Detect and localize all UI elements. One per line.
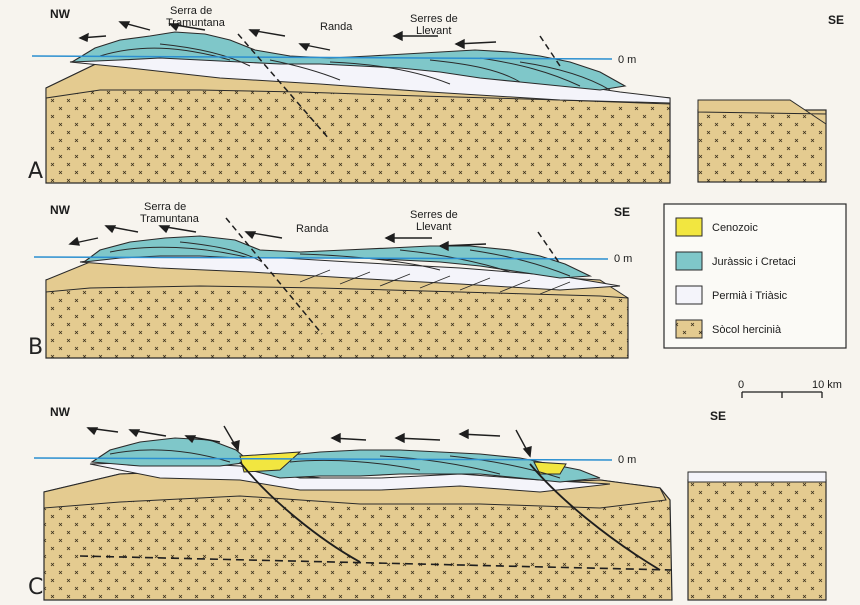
section-b-se-label: SE	[614, 205, 630, 219]
section-c-se-label: SE	[710, 409, 726, 423]
section-b-randa-label: Randa	[296, 223, 329, 235]
legend-label-jurassic: Juràssic i Cretaci	[712, 256, 796, 268]
section-a-sea-level-label: 0 m	[618, 54, 636, 66]
legend-swatch-permian	[675, 285, 703, 305]
section-b-nw-label: NW	[50, 203, 71, 217]
section-c: NW SE 0 m C	[28, 405, 827, 601]
section-a-serres-label-1: Serres de	[410, 13, 458, 25]
section-b-sea-level-label: 0 m	[614, 253, 632, 265]
section-b-fault	[225, 217, 323, 335]
legend-label-cenozoic: Cenozoic	[712, 222, 758, 234]
section-b-serres-label-1: Serres de	[410, 209, 458, 221]
legend-label-permian: Permià i Triàsic	[712, 290, 788, 302]
section-a-fault-east	[539, 35, 561, 67]
section-b-letter: B	[28, 335, 43, 360]
section-a-randa-label: Randa	[320, 21, 353, 33]
scale-bar-end: 10 km	[812, 379, 842, 391]
section-a-letter: A	[28, 159, 43, 184]
section-a-se-label: SE	[828, 13, 844, 27]
section-c-se-basement	[687, 479, 827, 601]
section-a-jurassic-cretaceous	[71, 31, 627, 91]
section-b-serra-label-1: Serra de	[144, 201, 186, 213]
section-b-serres-label-2: Llevant	[416, 221, 451, 233]
section-a-serres-label-2: Llevant	[416, 25, 451, 37]
section-a-serra-label-2: Tramuntana	[166, 17, 226, 29]
legend-swatch-jurassic	[675, 251, 703, 271]
section-c-sea-level	[33, 457, 613, 461]
section-a-se-cover	[697, 99, 827, 125]
section-b-arrows	[68, 225, 487, 252]
section-b-sea-level	[33, 256, 609, 260]
section-c-thrusts	[109, 449, 561, 479]
section-c-arrows	[86, 425, 532, 458]
section-a-sea-level	[31, 55, 613, 60]
section-c-nw-label: NW	[50, 405, 71, 419]
legend-swatch-cenozoic	[675, 217, 703, 237]
section-a: NW SE Serra de Tramuntana Randa Serres d…	[28, 5, 844, 184]
section-b: NW SE Serra de Tramuntana Randa Serres d…	[28, 201, 632, 360]
section-a-se-basement	[697, 109, 827, 183]
section-c-se-cover	[687, 471, 827, 483]
section-b-fault-east	[537, 231, 561, 265]
section-c-jurassic-cretaceous-west	[90, 437, 252, 467]
section-a-fault	[237, 33, 331, 141]
section-c-jurassic-cretaceous-east	[248, 449, 601, 483]
legend-label-basement: Sòcol hercinià	[712, 324, 782, 336]
section-a-thrusts	[99, 43, 611, 91]
section-b-serra-label-2: Tramuntana	[140, 213, 200, 225]
section-c-master-fault-east	[529, 463, 661, 571]
section-c-letter: C	[28, 575, 43, 600]
legend-swatch-basement	[675, 319, 703, 339]
section-c-master-fault-west	[239, 461, 361, 563]
section-a-arrows	[78, 21, 497, 52]
section-a-serra-label-1: Serra de	[170, 5, 212, 17]
section-c-detachment	[79, 555, 673, 571]
section-b-ramps	[299, 269, 571, 295]
scale-bar-start: 0	[738, 379, 744, 391]
section-c-cenozoic-east	[533, 461, 567, 475]
scale-bar: 0 10 km	[738, 379, 842, 398]
section-c-sea-level-label: 0 m	[618, 454, 636, 466]
section-a-nw-label: NW	[50, 7, 71, 21]
legend: Cenozoic Juràssic i Cretaci Permià i Tri…	[663, 203, 847, 349]
